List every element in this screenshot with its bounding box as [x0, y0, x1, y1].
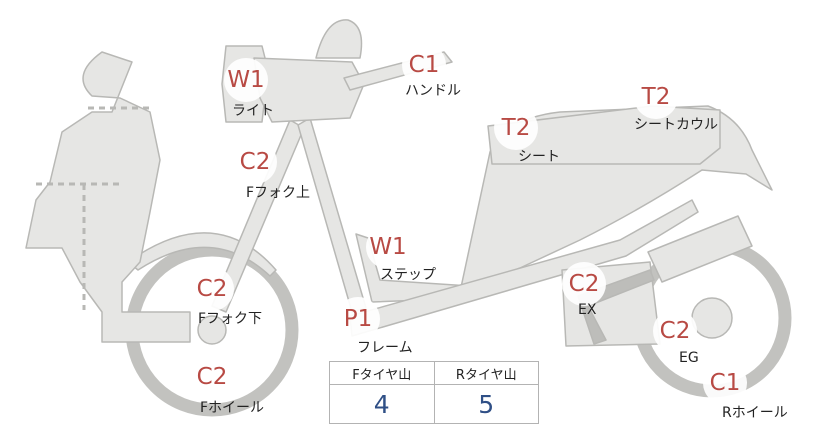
part-label-handle: ハンドル	[405, 83, 461, 99]
marker-disc	[224, 58, 268, 102]
part-label-seat: シート	[518, 149, 560, 165]
condition-code: W1	[227, 67, 265, 93]
part-label-exhaust: EX	[578, 302, 597, 318]
part-label-frame: フレーム	[357, 340, 413, 356]
marker-seat: T2	[494, 106, 538, 150]
condition-code: W1	[369, 234, 407, 260]
down-tube-shape	[297, 117, 367, 313]
condition-code: C2	[196, 276, 228, 302]
tire-tread-table: Fタイヤ山 Rタイヤ山 4 5	[329, 361, 539, 424]
condition-code: C2	[196, 364, 228, 390]
marker-disc	[562, 262, 606, 306]
condition-code: C2	[568, 271, 600, 297]
part-label-front-wheel: Fホイール	[200, 400, 265, 416]
condition-code: C1	[709, 370, 741, 396]
marker-light: W1	[224, 58, 268, 102]
front-tire-header: Fタイヤ山	[329, 361, 435, 385]
part-label-seat-cowl: シートカウル	[634, 117, 718, 133]
marker-fork-upper: C2	[233, 140, 277, 184]
marker-step: W1	[366, 225, 410, 269]
rear-hub-shape	[691, 297, 733, 339]
marker-engine: C2	[653, 309, 697, 353]
marker-disc	[190, 267, 234, 311]
rear-tire-value: 5	[433, 384, 539, 424]
condition-code: C1	[408, 52, 440, 78]
marker-rear-wheel: C1	[703, 361, 747, 405]
windscreen-shape	[315, 19, 363, 59]
marker-frame: P1	[336, 297, 380, 341]
condition-code: C2	[239, 149, 271, 175]
marker-disc	[703, 361, 747, 405]
front-hub-shape	[197, 315, 227, 345]
marker-disc	[653, 309, 697, 353]
condition-code: C2	[659, 318, 691, 344]
part-label-engine: EG	[679, 350, 699, 366]
condition-code: T2	[501, 115, 531, 141]
marker-handle: C1	[402, 43, 446, 87]
marker-disc	[402, 43, 446, 87]
part-label-step: ステップ	[380, 267, 436, 283]
marker-disc	[233, 140, 277, 184]
marker-disc	[336, 297, 380, 341]
marker-disc	[494, 106, 538, 150]
part-label-rear-wheel: Rホイール	[722, 405, 788, 421]
condition-code: P1	[343, 306, 373, 332]
part-label-light: ライト	[232, 103, 274, 119]
marker-disc	[634, 75, 678, 119]
exhaust-pipe-shape	[577, 269, 655, 345]
part-label-fork-upper: Fフォク上	[246, 185, 311, 201]
marker-disc	[366, 225, 410, 269]
marker-seat-cowl: T2	[634, 75, 678, 119]
front-body-shape	[25, 51, 191, 343]
rear-tire-header: Rタイヤ山	[433, 361, 539, 385]
shock-shape	[647, 215, 753, 283]
marker-fork-lower: C2	[190, 267, 234, 311]
part-label-fork-lower: Fフォク下	[198, 311, 263, 327]
condition-code: T2	[641, 84, 671, 110]
front-tire-value: 4	[329, 384, 435, 424]
marker-exhaust: C2	[562, 262, 606, 306]
marker-front-wheel: C2	[190, 355, 234, 399]
marker-disc	[190, 355, 234, 399]
head-cowl-shape	[253, 57, 365, 123]
